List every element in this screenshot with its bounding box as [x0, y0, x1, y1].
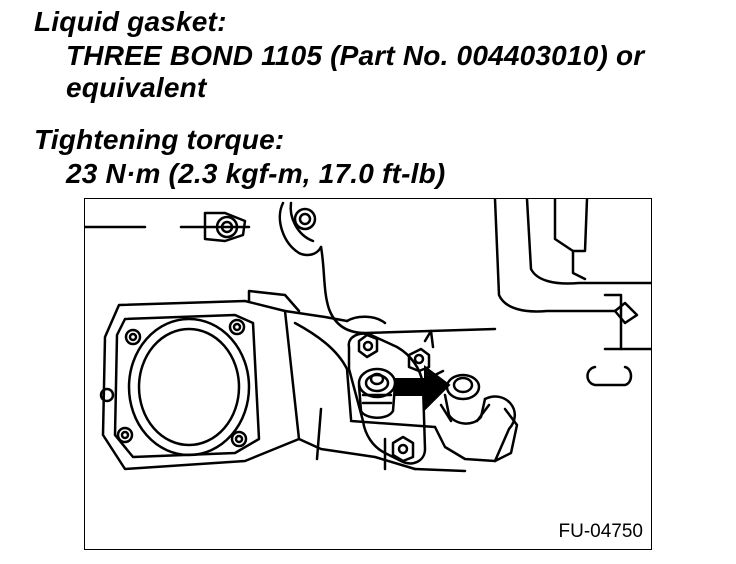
- gasket-value-line1: THREE BOND 1105 (Part No. 004403010) or: [66, 40, 645, 71]
- gasket-heading: Liquid gasket:: [34, 6, 227, 37]
- figure-code: FU-04750: [558, 521, 644, 542]
- arrow-indicator-icon: [394, 365, 451, 412]
- torque-value: 23 N·m (2.3 kgf-m, 17.0 ft-lb): [66, 158, 446, 189]
- engine-illustration: FU-04750: [84, 198, 652, 550]
- torque-heading: Tightening torque:: [34, 124, 285, 155]
- gasket-value-line2: equivalent: [66, 72, 207, 103]
- engine-line-drawing: [85, 199, 651, 473]
